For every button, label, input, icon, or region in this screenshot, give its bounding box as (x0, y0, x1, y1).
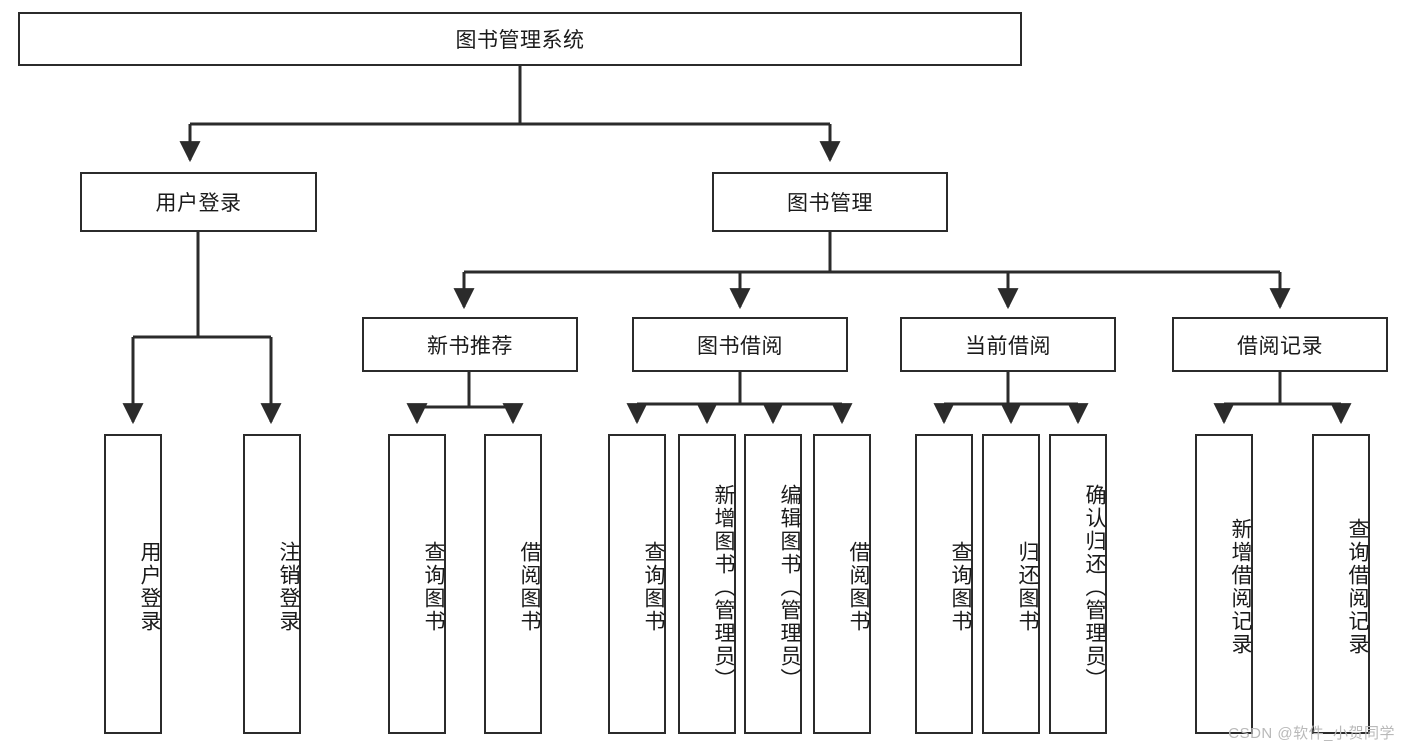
node-label: 新增借阅记录 (1229, 518, 1252, 656)
watermark-csdn: CSDN @软件_小贺同学 (1228, 725, 1395, 742)
node-label: 借阅图书 (847, 541, 870, 633)
node-book-management[interactable]: 图书管理 (712, 172, 948, 232)
node-label: 查询图书 (422, 541, 445, 633)
leaf-borrow-add-book-admin[interactable]: 新增图书（管理员） (678, 434, 736, 734)
node-label: 新增图书（管理员） (712, 483, 735, 691)
leaf-current-confirm-return-admin[interactable]: 确认归还（管理员） (1049, 434, 1107, 734)
node-label: 注销登录 (277, 541, 300, 633)
node-label: 确认归还（管理员） (1083, 483, 1106, 691)
node-label: 图书借阅 (697, 334, 783, 358)
leaf-user-login-login[interactable]: 用户登录 (104, 434, 162, 734)
node-label: 借阅图书 (518, 541, 541, 633)
node-current-borrow[interactable]: 当前借阅 (900, 317, 1116, 372)
node-label: 当前借阅 (965, 334, 1051, 358)
node-book-borrow[interactable]: 图书借阅 (632, 317, 848, 372)
leaf-recommend-query-book[interactable]: 查询图书 (388, 434, 446, 734)
leaf-user-login-logout[interactable]: 注销登录 (243, 434, 301, 734)
node-root-system[interactable]: 图书管理系统 (18, 12, 1022, 66)
node-label: 编辑图书（管理员） (778, 483, 801, 691)
node-label: 用户登录 (138, 541, 161, 633)
node-label: 借阅记录 (1237, 334, 1323, 358)
leaf-borrow-borrow-book[interactable]: 借阅图书 (813, 434, 871, 734)
leaf-borrow-edit-book-admin[interactable]: 编辑图书（管理员） (744, 434, 802, 734)
node-label: 新书推荐 (427, 334, 513, 358)
node-label: 查询图书 (642, 541, 665, 633)
node-label: 查询借阅记录 (1346, 518, 1369, 656)
leaf-current-query-book[interactable]: 查询图书 (915, 434, 973, 734)
leaf-current-return-book[interactable]: 归还图书 (982, 434, 1040, 734)
node-label: 查询图书 (949, 541, 972, 633)
leaf-recommend-borrow-book[interactable]: 借阅图书 (484, 434, 542, 734)
node-label: 归还图书 (1016, 541, 1039, 633)
node-label: 用户登录 (155, 192, 242, 215)
node-label: 图书管理系统 (455, 29, 585, 52)
node-new-book-recommend[interactable]: 新书推荐 (362, 317, 578, 372)
leaf-record-add-record[interactable]: 新增借阅记录 (1195, 434, 1253, 734)
node-user-login[interactable]: 用户登录 (80, 172, 317, 232)
leaf-record-query-record[interactable]: 查询借阅记录 (1312, 434, 1370, 734)
node-label: 图书管理 (787, 192, 873, 215)
leaf-borrow-query-book[interactable]: 查询图书 (608, 434, 666, 734)
node-borrow-record[interactable]: 借阅记录 (1172, 317, 1388, 372)
